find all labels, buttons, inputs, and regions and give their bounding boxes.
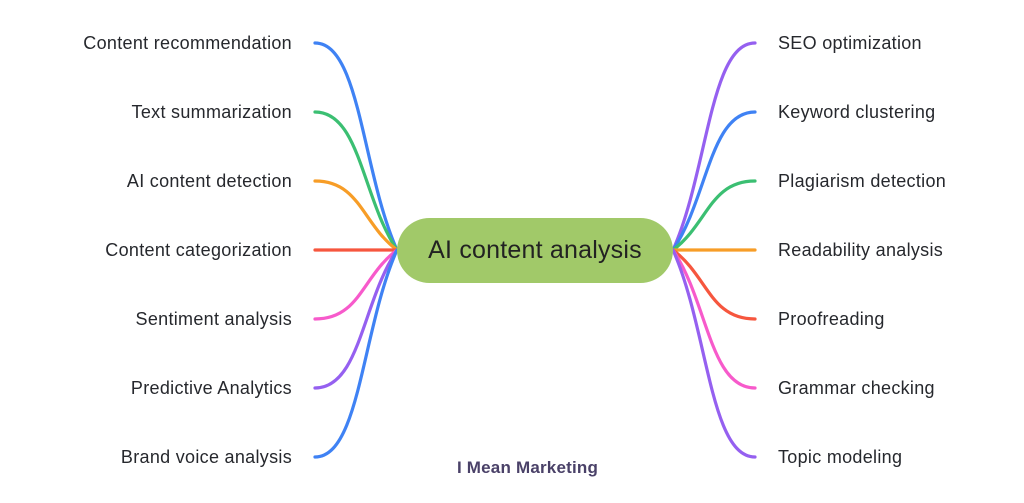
branch-label-brand-voice-analysis: Brand voice analysis xyxy=(120,447,292,467)
branch-label-predictive-analytics: Predictive Analytics xyxy=(130,378,292,398)
branch-curve xyxy=(671,41,757,252)
central-topic-label: AI content analysis xyxy=(428,236,642,264)
branch-curve xyxy=(313,248,399,321)
branch-curve xyxy=(671,110,757,252)
branch-curve xyxy=(671,248,757,459)
branch-label-ai-content-detection: AI content detection xyxy=(126,171,292,191)
branch-label-content-recommendation: Content recommendation xyxy=(83,33,292,53)
branch-curve xyxy=(313,110,399,252)
branch-curve xyxy=(671,248,757,321)
branch-label-topic-modeling: Topic modeling xyxy=(778,447,903,467)
branch-curve xyxy=(671,248,757,390)
branch-curve xyxy=(313,248,399,390)
branch-label-proofreading: Proofreading xyxy=(778,309,885,329)
branch-label-content-categorization: Content categorization xyxy=(105,240,292,260)
watermark-text: I Mean Marketing xyxy=(456,458,599,477)
central-topic-node: AI content analysis xyxy=(397,218,673,283)
branch-curve xyxy=(313,248,399,459)
branch-curve xyxy=(313,179,399,252)
branch-label-keyword-clustering: Keyword clustering xyxy=(778,102,936,122)
branch-label-text-summarization: Text summarization xyxy=(131,102,292,122)
branch-label-seo-optimization: SEO optimization xyxy=(778,33,922,53)
branch-label-plagiarism-detection: Plagiarism detection xyxy=(778,171,947,191)
branch-label-readability-analysis: Readability analysis xyxy=(778,240,944,260)
branch-label-grammar-checking: Grammar checking xyxy=(778,378,935,398)
branch-curve xyxy=(671,179,757,252)
branch-curve xyxy=(313,41,399,252)
branch-label-sentiment-analysis: Sentiment analysis xyxy=(135,309,292,329)
